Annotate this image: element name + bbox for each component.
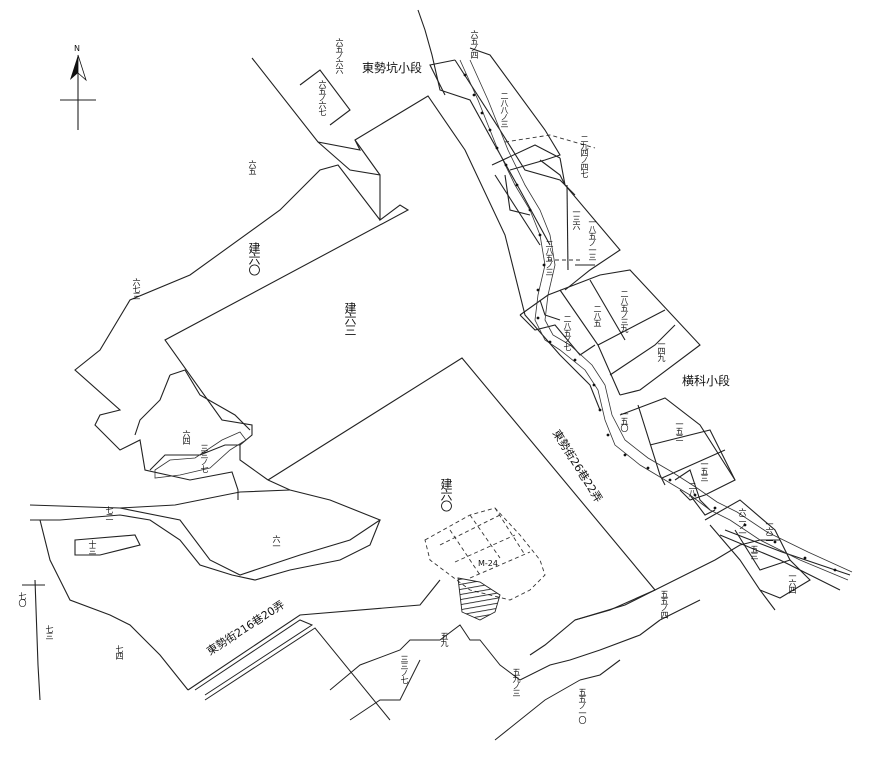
parcel-boundary-60 <box>267 357 656 656</box>
building-label-63: 建六三 <box>343 302 357 335</box>
parcel-label-59: 五九 <box>440 632 449 646</box>
building-label-60: 建六〇 <box>247 242 261 275</box>
parcel-label-13: 十三 <box>88 540 97 554</box>
parcel-label-2904: 二九四ノ四七 <box>580 135 589 177</box>
parcel-boundary-61 <box>29 489 291 509</box>
parcel-label-64: 六四 <box>182 430 191 444</box>
parcel-label-55-10: 五五ノ一〇 <box>578 688 587 723</box>
parcel-label-150: 一五〇 <box>620 410 629 431</box>
parcel-label-153: 一五三 <box>700 460 709 481</box>
parcel-label-73: 七三 <box>45 625 54 639</box>
north-letter: N <box>74 44 80 53</box>
section-label-hengke: 横科小段 <box>682 374 731 388</box>
parcel-label-65-66: 六五ノ六六 <box>335 38 344 73</box>
parcel-label-65: 六五 <box>248 160 257 174</box>
parcel-label-52-1: 六二ノ一 <box>738 508 747 536</box>
parcel-label-71: 六七三 <box>132 278 141 299</box>
parcel-label-53: 五三 <box>750 545 759 559</box>
parcel-label-59-3: 五九ノ三 <box>512 668 521 696</box>
parcel-label-2855: 二八五ノ三九 <box>620 290 629 332</box>
parcel-boundary-west <box>74 164 381 500</box>
parcel-label-2850: 二八五 <box>593 305 602 326</box>
marker-label-m24: M-24 <box>478 559 498 568</box>
building-label-60b: 建六〇 <box>439 478 453 511</box>
parcel-label-164: 一六四 <box>788 572 797 593</box>
parcel-label-2884: 二八八ノ三 <box>500 92 509 127</box>
road-216-edge-1 <box>194 619 314 696</box>
section-label-dongshi: 東勢坑小段 <box>362 61 423 75</box>
building-m24-outline <box>424 507 546 621</box>
parcel-label-152: 一五二 <box>675 420 684 441</box>
parcel-label-254: 六五ノ四 <box>470 30 479 58</box>
parcel-label-72: 七二 <box>105 506 114 520</box>
parcel-label-74: 七四 <box>115 645 124 659</box>
parcel-label-33: 三三ノ七 <box>200 444 209 472</box>
parcel-label-136: 一三六 <box>572 208 581 229</box>
parcel-label-162: 一六二 <box>765 520 774 541</box>
north-arrow-icon <box>60 54 96 130</box>
hatched-area <box>457 577 501 621</box>
parcel-label-285-7: 二八五ノ七 <box>563 315 572 350</box>
parcel-grid-mid <box>519 269 701 396</box>
parcel-label-185: 一八五ノ一三 <box>588 218 597 260</box>
parcel-boundary-upper <box>164 141 410 481</box>
parcel-label-65-67: 六五ノ六七 <box>318 80 327 115</box>
parcel-label-55-4: 五五ノ四 <box>660 590 669 618</box>
parcel-label-2883: 二八五ノ三 <box>545 240 554 275</box>
parcel-label-52: 三三ノ七 <box>400 655 409 683</box>
parcel-label-28: 二八 <box>688 482 697 496</box>
road-26-centerline <box>459 59 849 581</box>
parcel-label-70: 七〇 <box>18 592 27 606</box>
parcel-boundary-65 <box>251 57 601 411</box>
road-26-survey-points <box>463 73 837 572</box>
parcel-label-61: 六一 <box>272 535 281 549</box>
parcel-label-149: 一四九 <box>657 340 666 361</box>
